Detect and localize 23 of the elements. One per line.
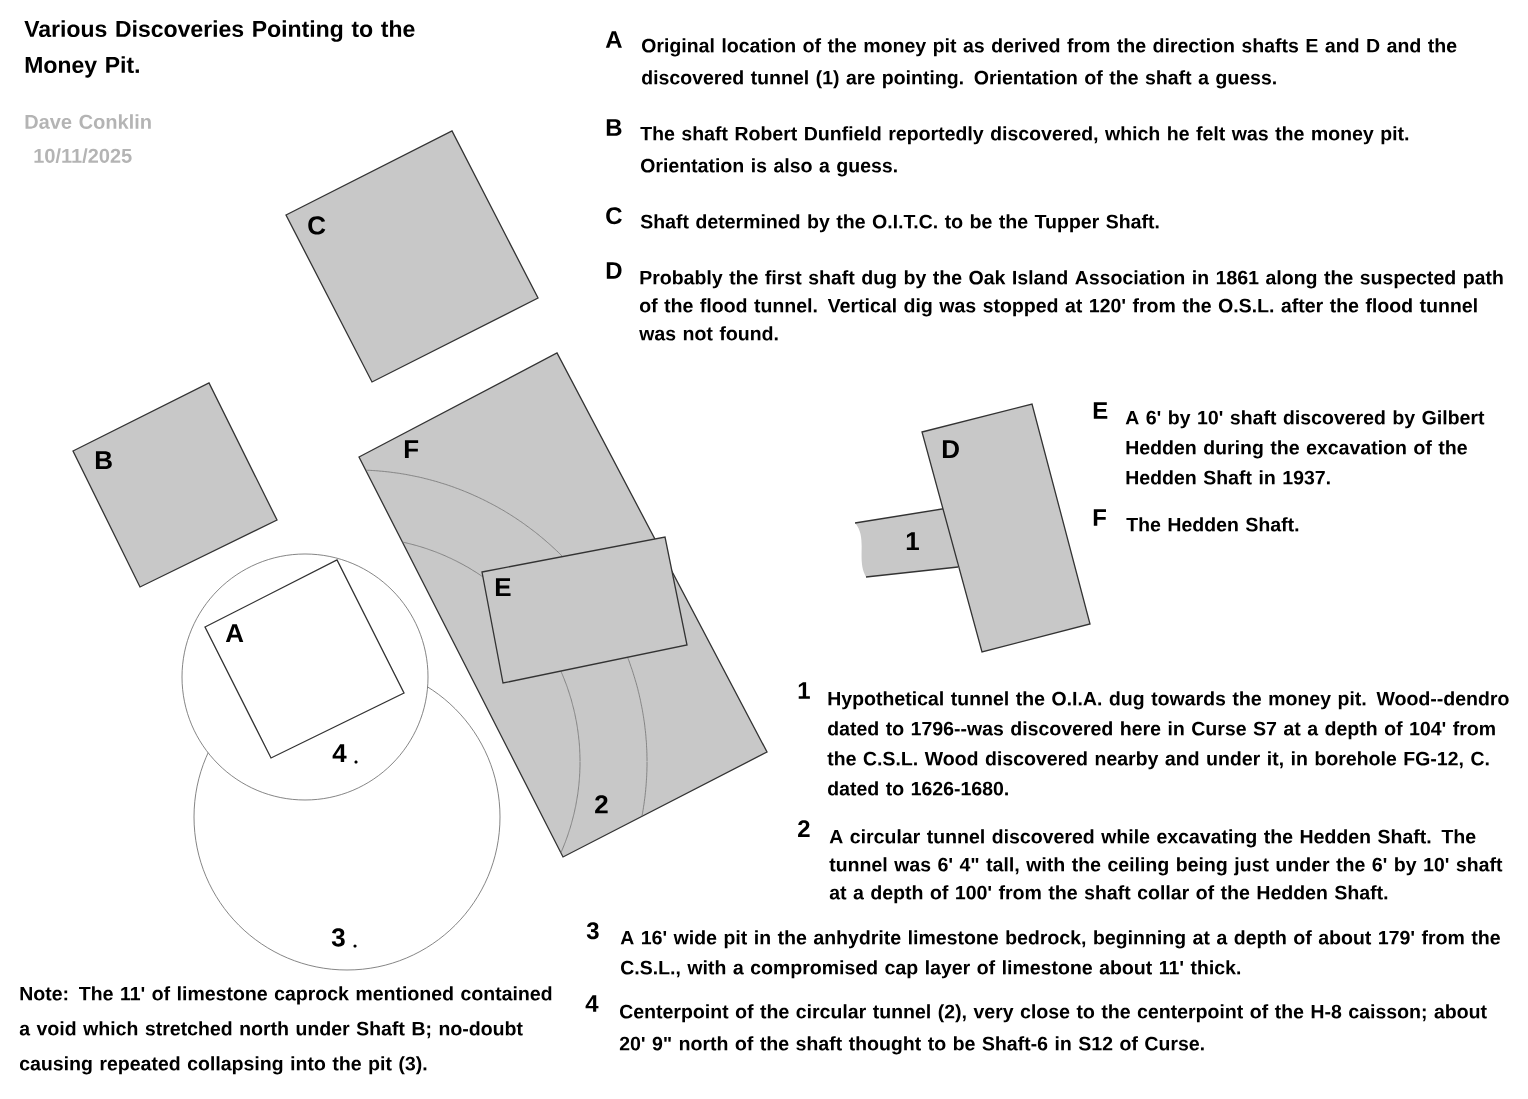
key-description: A circular tunnel discovered while excavating the Hedden Shaft. The tunnel was 6' 4" tall, with the ceiling being just under the 6' by 10' shaft at a depth of 100' from the shaft collar of the Hedden Shaft. <box>829 829 1503 904</box>
author-name: Dave Conklin <box>25 114 151 129</box>
key-letter: A <box>605 31 622 48</box>
key-description: Shaft determined by the O.I.T.C. to be the Tupper Shaft. <box>640 214 1159 233</box>
node-label: 1 <box>906 532 919 551</box>
key-description: The shaft Robert Dunfield reportedly discovered, which he felt was the money pit. Orientation is also a guess. <box>640 126 1409 177</box>
key-letter: B <box>606 119 622 136</box>
date-text: 10/11/2025 <box>34 148 132 164</box>
key-letter: 1 <box>798 682 810 699</box>
key-description: Probably the first shaft dug by the Oak Island Association in 1861 along the suspected path of the flood tunnel. Vertical dig was stopped at 120' from the O.S.L. after the flood tunnel was not found. <box>639 270 1503 341</box>
key-description: Centerpoint of the circular tunnel (2), very close to the centerpoint of the H-8 caisson; about 20' 9" north of the shaft thought to be Shaft-6 in S12 of Curse. <box>619 1004 1487 1055</box>
key-description: Hypothetical tunnel the O.I.A. dug towards the money pit. Wood--dendro dated to 1796--was discovered here in Curse S7 at a depth of 104' from the C.S.L. Wood discovered nearby and under it, in borehole FG-12, C. dated to 1626-1680. <box>827 691 1509 796</box>
key-letter: D <box>606 262 622 279</box>
key-letter: 4 <box>585 995 599 1012</box>
key-letter: 3 <box>586 922 599 940</box>
key-description: A 6' by 10' shaft discovered by Gilbert Hedden during the excavation of the Hedden Shaft in 1937. <box>1125 410 1485 485</box>
key-description: A 16' wide pit in the anhydrite limestone bedrock, beginning at a depth of about 179' from the C.S.L., with a compromised cap layer of limestone about 11' thick. <box>620 930 1500 979</box>
tunnel-drawing: 1 <box>854 507 959 578</box>
key-description: The Hedden Shaft. <box>1126 517 1299 532</box>
title: Various Discoveries Pointing to the Money Pit. <box>24 20 415 78</box>
key-letter: 2 <box>798 820 810 837</box>
key-description: Original location of the money pit as derived from the direction shafts E and D and the discovered tunnel (1) are pointing. Orientation of the shaft a guess. <box>642 38 1457 89</box>
key-letter: C <box>606 207 622 225</box>
